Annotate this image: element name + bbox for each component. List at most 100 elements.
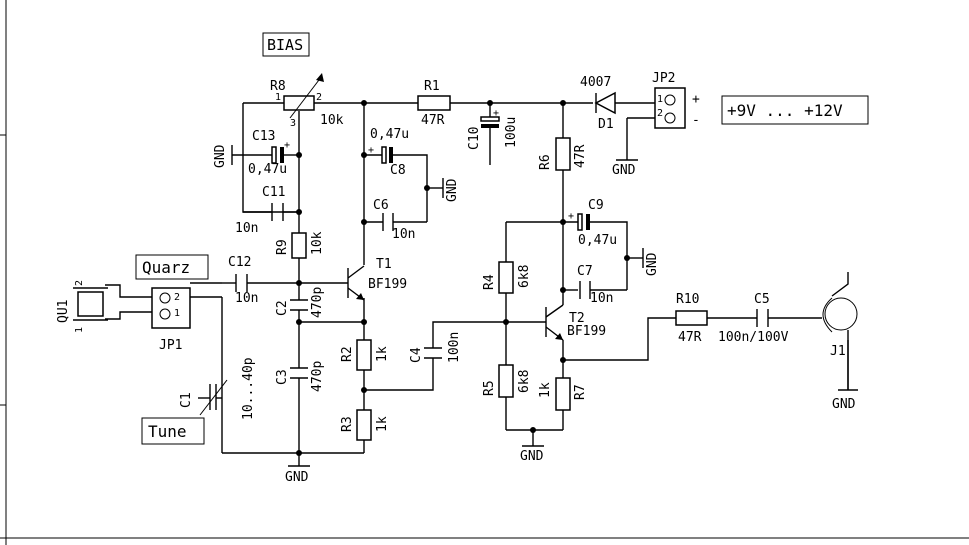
jp1-ref: JP1 — [159, 338, 182, 353]
qu1-pin1: 1 — [74, 327, 85, 333]
r9-resistor: R9 10k — [275, 231, 325, 259]
r9-ref: R9 — [275, 239, 290, 255]
c10-ref: C10 — [467, 127, 482, 150]
c6-value: 10n — [392, 227, 415, 242]
c1-value: 10...40p — [241, 357, 256, 420]
jp1-pin2: 2 — [174, 292, 180, 303]
c9-ref: C9 — [588, 198, 604, 213]
gnd-symbol-jp2: GND — [612, 159, 638, 178]
c13-ref: C13 — [252, 129, 275, 144]
r8-value: 10k — [320, 113, 344, 128]
c2-value: 470p — [310, 287, 325, 318]
r10-value: 47R — [678, 330, 702, 345]
d1-ref: D1 — [598, 117, 614, 132]
r8-pin3: 3 — [290, 118, 296, 129]
svg-text:GND: GND — [645, 252, 660, 276]
c5-ref: C5 — [754, 292, 770, 307]
c3-value: 470p — [310, 361, 325, 392]
c9-value: 0,47u — [578, 233, 617, 248]
r5-resistor: R5 6k8 — [482, 364, 532, 398]
r9-value: 10k — [310, 231, 325, 255]
supply-minus: - — [692, 113, 700, 128]
quarz-label: Quarz — [142, 258, 190, 277]
r8-ref: R8 — [270, 79, 286, 94]
c11-ref: C11 — [262, 185, 285, 200]
j1-ref: J1 — [830, 344, 846, 359]
gnd-symbol-c9: GND — [642, 248, 660, 276]
c13-capacitor: + C13 0,47u — [248, 129, 290, 177]
r7-ref: R7 — [573, 384, 588, 400]
c2-ref: C2 — [275, 300, 290, 316]
r7-value: 1k — [538, 382, 553, 398]
c13-value: 0,47u — [248, 162, 287, 177]
t2-ref: T2 — [569, 311, 585, 326]
c9-capacitor: + C9 0,47u — [568, 198, 617, 248]
c12-ref: C12 — [228, 255, 251, 270]
c11-capacitor: C11 10n — [235, 185, 285, 236]
svg-text:GND: GND — [520, 449, 544, 464]
svg-text:+: + — [284, 140, 290, 151]
jp2-connector: JP2 1 2 + - +9V ... +12V — [652, 71, 869, 129]
junctions — [296, 100, 630, 456]
d1-diode: 4007 D1 — [580, 75, 616, 132]
c7-capacitor: C7 10n — [577, 264, 613, 306]
gnd-symbol-t2: GND — [520, 445, 544, 464]
r3-resistor: R3 1k — [340, 409, 390, 441]
c3-capacitor: C3 470p — [275, 361, 325, 392]
t2-value: BF199 — [567, 324, 606, 339]
supply-plus: + — [692, 92, 700, 107]
c4-ref: C4 — [409, 347, 424, 363]
jp2-pin2: 2 — [657, 108, 663, 119]
c5-capacitor: C5 100n/100V — [718, 292, 789, 345]
c4-capacitor: C4 100n — [409, 332, 462, 363]
qu1-pin2: 2 — [74, 280, 85, 286]
qu1-ref: QU1 — [56, 300, 71, 323]
c10-value: 100u — [504, 117, 519, 148]
r10-ref: R10 — [676, 292, 699, 307]
r1-resistor: R1 47R — [417, 79, 451, 128]
t1-transistor: T1 BF199 — [347, 257, 407, 301]
svg-text:+: + — [493, 108, 499, 119]
c11-value: 10n — [235, 221, 258, 236]
svg-text:GND: GND — [612, 163, 636, 178]
svg-text:+: + — [568, 211, 574, 222]
r6-ref: R6 — [538, 154, 553, 170]
r6-resistor: R6 47R — [538, 137, 588, 171]
c2-capacitor: C2 470p — [275, 287, 325, 318]
t2-transistor: T2 BF199 — [545, 304, 606, 341]
jp2-pin1: 1 — [657, 94, 663, 105]
supply-label: +9V ... +12V — [727, 101, 843, 120]
c8-ref: C8 — [390, 163, 406, 178]
gnd-symbol-c8: GND — [442, 178, 460, 202]
c7-value: 10n — [590, 291, 613, 306]
c1-trimmer: C1 10...40p Tune — [141, 357, 256, 445]
c12-value: 10n — [235, 291, 258, 306]
c5-value: 100n/100V — [718, 330, 789, 345]
r7-resistor: 1k R7 — [538, 377, 588, 411]
svg-text:GND: GND — [445, 178, 460, 202]
c3-ref: C3 — [275, 369, 290, 385]
bias-label: BIAS — [267, 36, 303, 54]
d1-value: 4007 — [580, 75, 611, 90]
c7-ref: C7 — [577, 264, 593, 279]
r1-ref: R1 — [424, 79, 440, 94]
c1-ref: C1 — [179, 392, 194, 408]
r2-ref: R2 — [340, 346, 355, 362]
gnd-symbol-bottom: GND — [285, 460, 310, 485]
c6-ref: C6 — [373, 198, 389, 213]
t1-value: BF199 — [368, 277, 407, 292]
c12-capacitor: C12 10n — [228, 255, 258, 306]
r3-ref: R3 — [340, 416, 355, 432]
r3-value: 1k — [375, 416, 390, 432]
r5-ref: R5 — [482, 380, 497, 396]
c8-value: 0,47u — [370, 127, 409, 142]
r6-value: 47R — [573, 144, 588, 168]
svg-text:GND: GND — [285, 470, 309, 485]
j1-bnc-connector: J1 GND — [822, 272, 858, 412]
r2-resistor: R2 1k — [340, 339, 390, 371]
svg-text:GND: GND — [832, 397, 856, 412]
r4-ref: R4 — [482, 274, 497, 290]
r8-pin1: 1 — [275, 92, 281, 103]
